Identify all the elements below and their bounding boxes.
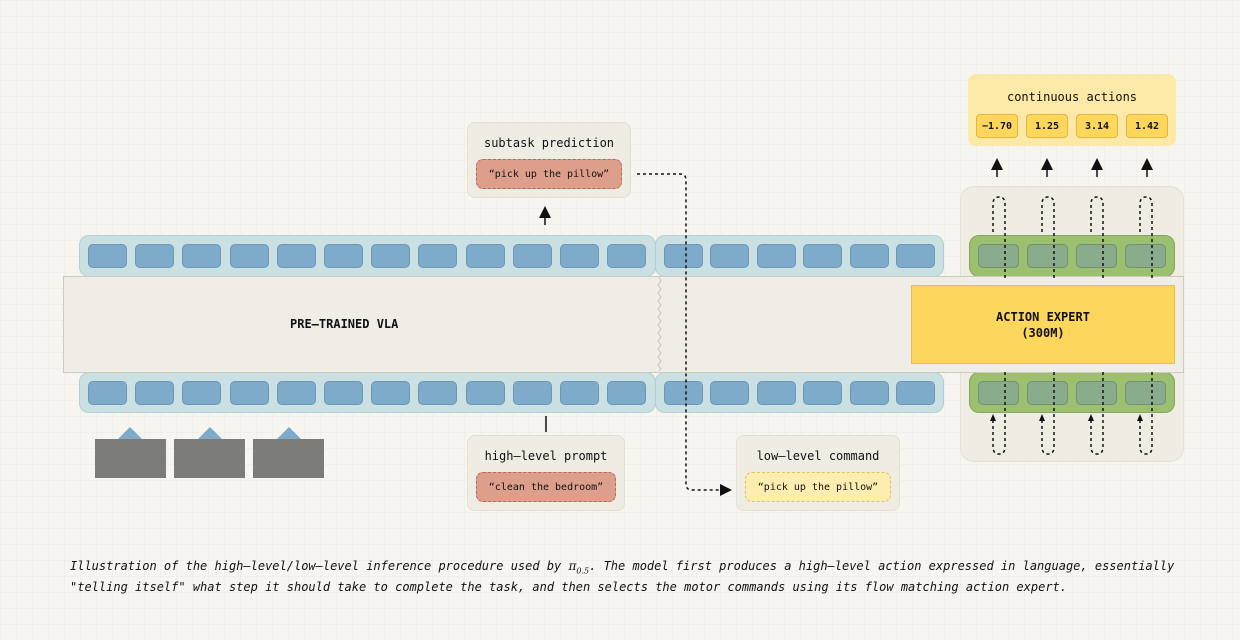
token-block [560,244,599,268]
token-block [418,381,458,405]
action-token [978,244,1019,268]
action-token [1027,244,1068,268]
pi-subscript: 0.5 [576,566,590,576]
expert-label-line2: (300M) [1021,325,1065,340]
figure-caption: Illustration of the high–level/low–level… [70,558,1180,596]
token-block [849,381,889,405]
vla-bottom-token-strip [79,372,656,413]
high-level-text: “clean the bedroom” [476,472,616,502]
camera-image [253,439,324,478]
camera-image [95,439,166,478]
caption-before: Illustration of the high–level/low–level… [70,559,569,573]
action-expert-block: ACTION EXPERT (300M) [911,285,1175,364]
token-block [418,244,458,268]
image-marker-icon [198,427,222,439]
continuous-actions-title: continuous actions [1006,90,1138,104]
flow-loops [992,196,1153,455]
token-block [607,381,647,405]
subtask-title: subtask prediction [483,136,615,150]
token-block [182,244,222,268]
action-token [978,381,1019,405]
action-value: 3.14 [1076,114,1118,138]
subtask-text: “pick up the pillow” [476,159,622,189]
token-block [896,244,935,268]
token-block [229,381,269,405]
low-level-command-card: low–level command “pick up the pillow” [736,435,900,511]
high-level-title: high–level prompt [484,449,608,463]
continuous-actions-card: continuous actions −1.70 1.25 3.14 1.42 [968,74,1176,146]
token-block [512,381,552,405]
token-block [88,244,127,268]
action-value: 1.25 [1026,114,1068,138]
token-block [135,381,175,405]
camera-image [174,439,245,478]
token-block [710,381,750,405]
token-block [276,244,316,268]
token-block [664,244,703,268]
action-token [1027,381,1068,405]
action-value: 1.42 [1126,114,1168,138]
action-value: −1.70 [976,114,1018,138]
token-block [896,381,935,405]
token-block [88,381,127,405]
high-level-prompt-card: high–level prompt “clean the bedroom” [467,435,625,511]
token-block [324,244,363,268]
token-block [607,244,647,268]
vla-label: PRE–TRAINED VLA [290,317,399,331]
vla-top-token-strip [79,235,656,277]
action-token [1125,244,1166,268]
token-block [324,381,363,405]
token-block [465,244,505,268]
token-block [756,381,796,405]
token-block [803,381,843,405]
image-marker-icon [277,427,301,439]
token-block [276,381,316,405]
token-block [849,244,889,268]
token-block [182,381,222,405]
token-block [135,244,175,268]
token-block [229,244,269,268]
pi-symbol: π [568,559,577,573]
low-level-title: low–level command [756,449,880,463]
image-marker-icon [118,427,142,439]
separator-zigzag [657,276,662,372]
token-block [803,244,843,268]
action-token [1076,244,1117,268]
low-level-text: “pick up the pillow” [745,472,891,502]
expert-label-line1: ACTION EXPERT [996,309,1090,324]
dashed-subtask-to-command [637,173,732,496]
token-block [710,244,750,268]
token-block [756,244,796,268]
token-block [664,381,703,405]
subtask-prediction-card: subtask prediction “pick up the pillow” [467,122,631,198]
action-token [1125,381,1166,405]
token-block [371,381,411,405]
caption-after: . The model first produces a high–level … [70,559,1175,595]
action-token [1076,381,1117,405]
token-block [371,244,411,268]
mid-bottom-token-strip [655,372,944,413]
token-block [560,381,599,405]
token-block [512,244,552,268]
token-block [465,381,505,405]
